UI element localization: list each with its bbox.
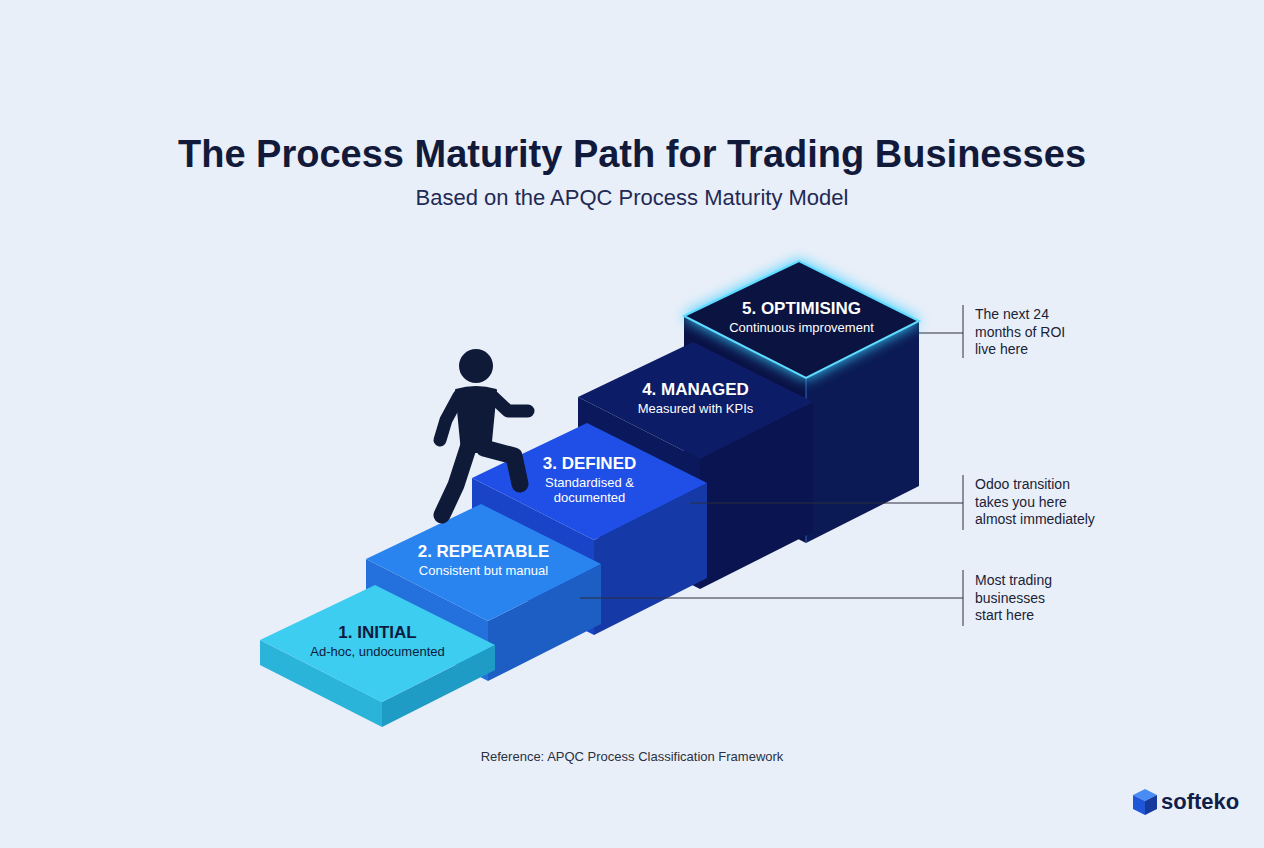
logo-cube-left bbox=[1133, 795, 1145, 815]
leader-line bbox=[580, 598, 963, 599]
person-figure bbox=[440, 349, 528, 515]
callout-note: Most trading businesses start here bbox=[975, 572, 1070, 625]
leader-line bbox=[919, 333, 963, 334]
maturity-step: 5. OPTIMISINGContinuous improvement bbox=[684, 261, 919, 378]
diagram-title: The Process Maturity Path for Trading Bu… bbox=[0, 131, 1264, 177]
step-top-face bbox=[684, 261, 919, 378]
step-description: Continuous improvement bbox=[729, 320, 874, 335]
step-text-group: 5. OPTIMISINGContinuous improvement bbox=[684, 261, 919, 378]
step-heading: 1. INITIAL bbox=[338, 622, 416, 643]
callout-bracket bbox=[963, 570, 964, 626]
step-description: Ad-hoc, undocumented bbox=[310, 644, 444, 659]
person-arm bbox=[440, 396, 459, 440]
step-description: Consistent but manual bbox=[419, 563, 548, 578]
leader-line bbox=[690, 503, 963, 504]
step-heading: 5. OPTIMISING bbox=[742, 298, 861, 319]
callout-bracket bbox=[963, 305, 964, 358]
person-leg bbox=[484, 448, 520, 484]
callout-bracket bbox=[963, 475, 964, 530]
step-description: Standardised & documented bbox=[534, 475, 646, 505]
logo-icon bbox=[1133, 789, 1157, 815]
person-leg bbox=[442, 448, 468, 515]
step-heading: 2. REPEATABLE bbox=[418, 541, 550, 562]
subtitle: Based on the APQC Process Maturity Model bbox=[0, 185, 1264, 211]
person-head bbox=[459, 349, 493, 383]
callout-note: The next 24 months of ROI live here bbox=[975, 306, 1087, 359]
step-heading: 3. DEFINED bbox=[543, 453, 637, 474]
step-heading: 4. MANAGED bbox=[642, 379, 749, 400]
person-arm bbox=[492, 396, 528, 411]
callout-note: Odoo transition takes you here almost im… bbox=[975, 476, 1105, 529]
diagram-caption: Reference: APQC Process Classification F… bbox=[0, 749, 1264, 765]
logo-cube-right bbox=[1145, 795, 1157, 815]
step-description: Measured with KPIs bbox=[638, 401, 754, 416]
brand-logo: softeko bbox=[1161, 789, 1261, 815]
step-top-outline bbox=[684, 261, 919, 378]
